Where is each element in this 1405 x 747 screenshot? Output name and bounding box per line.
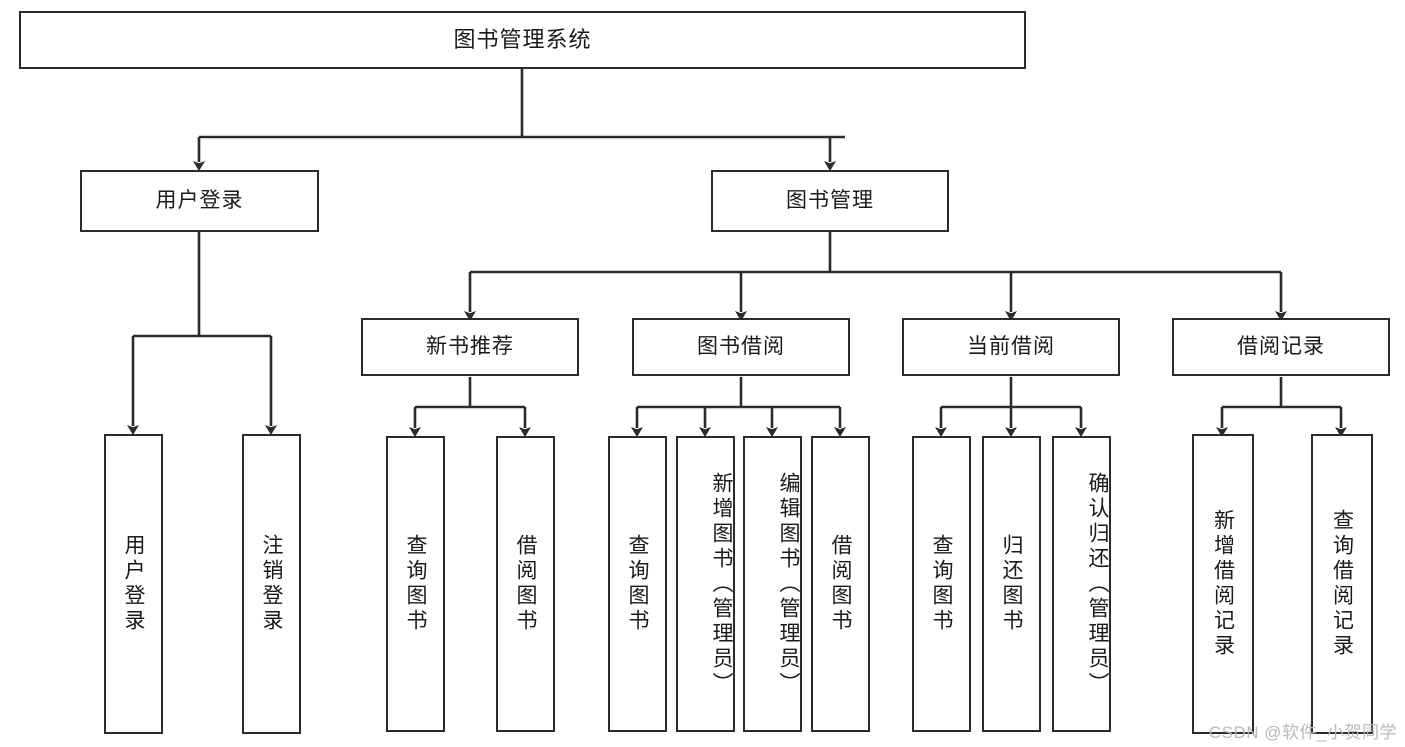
leaf-user-login-login[interactable]: 用户登录 bbox=[104, 434, 163, 734]
node-user-login[interactable]: 用户登录 bbox=[80, 170, 319, 232]
node-label: 借阅图书 bbox=[514, 534, 538, 634]
node-borrow-records[interactable]: 借阅记录 bbox=[1172, 318, 1390, 376]
leaf-current-confirm-return-admin[interactable]: 确认归还（管理员） bbox=[1052, 436, 1111, 732]
node-label: 用户登录 bbox=[155, 189, 244, 213]
watermark-text: CSDN @软件_小贺同学 bbox=[1208, 723, 1397, 742]
node-label: 借阅图书 bbox=[829, 534, 853, 634]
node-current-borrow[interactable]: 当前借阅 bbox=[902, 318, 1120, 376]
node-label: 新增图书（管理员） bbox=[710, 471, 733, 697]
node-label: 注销登录 bbox=[260, 534, 284, 634]
leaf-records-add-record[interactable]: 新增借阅记录 bbox=[1192, 434, 1254, 734]
node-label: 新书推荐 bbox=[426, 335, 514, 359]
node-root-book-management-system[interactable]: 图书管理系统 bbox=[19, 11, 1026, 69]
leaf-records-query-record[interactable]: 查询借阅记录 bbox=[1311, 434, 1373, 734]
node-label: 图书管理 bbox=[786, 189, 874, 213]
node-label: 编辑图书（管理员） bbox=[777, 471, 800, 697]
node-book-management[interactable]: 图书管理 bbox=[711, 170, 949, 232]
leaf-borrow-edit-book-admin[interactable]: 编辑图书（管理员） bbox=[743, 436, 802, 732]
leaf-current-query-book[interactable]: 查询图书 bbox=[912, 436, 971, 732]
leaf-current-return-book[interactable]: 归还图书 bbox=[982, 436, 1041, 732]
node-label: 借阅记录 bbox=[1237, 335, 1325, 359]
node-label: 查询图书 bbox=[930, 534, 954, 634]
leaf-new-book-borrow-book[interactable]: 借阅图书 bbox=[496, 436, 555, 732]
node-label: 新增借阅记录 bbox=[1211, 509, 1235, 659]
node-label: 查询图书 bbox=[626, 534, 650, 634]
leaf-borrow-query-book[interactable]: 查询图书 bbox=[608, 436, 667, 732]
node-label: 归还图书 bbox=[1000, 534, 1024, 634]
node-book-borrow[interactable]: 图书借阅 bbox=[632, 318, 850, 376]
node-label: 查询图书 bbox=[404, 534, 428, 634]
leaf-user-login-logout[interactable]: 注销登录 bbox=[242, 434, 301, 734]
node-label: 确认归还（管理员） bbox=[1086, 471, 1109, 697]
node-label: 图书借阅 bbox=[697, 335, 785, 359]
node-label: 用户登录 bbox=[122, 534, 146, 634]
leaf-borrow-add-book-admin[interactable]: 新增图书（管理员） bbox=[676, 436, 735, 732]
node-label: 当前借阅 bbox=[967, 335, 1055, 359]
node-label: 图书管理系统 bbox=[453, 26, 592, 52]
node-new-book-recommend[interactable]: 新书推荐 bbox=[361, 318, 579, 376]
leaf-new-book-query-book[interactable]: 查询图书 bbox=[386, 436, 445, 732]
leaf-borrow-borrow-book[interactable]: 借阅图书 bbox=[811, 436, 870, 732]
node-label: 查询借阅记录 bbox=[1330, 509, 1354, 659]
